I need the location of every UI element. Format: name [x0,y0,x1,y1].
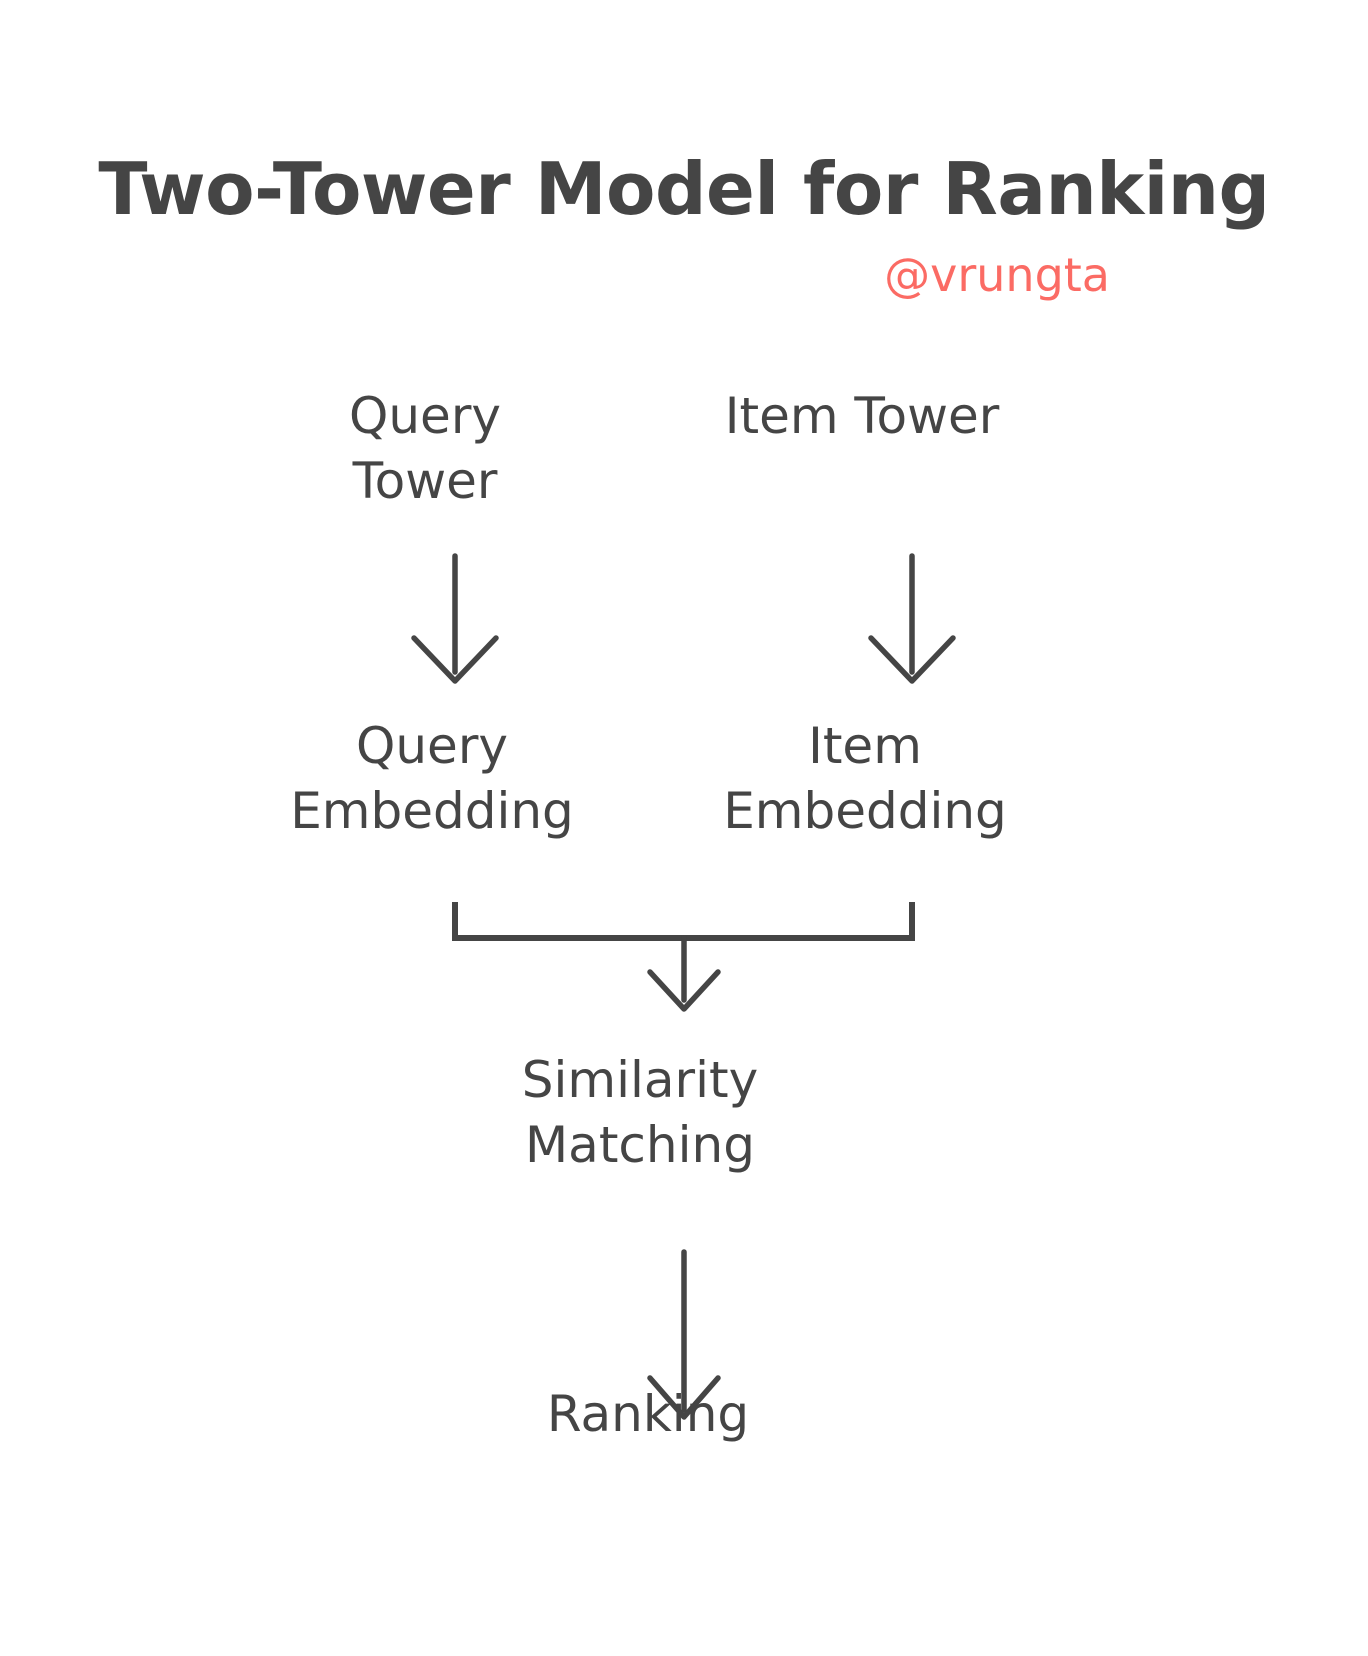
edge-item-tower-to-item-embedding [868,553,956,684]
edge-query-embedding-to-similarity [452,902,684,941]
node-similarity-matching[interactable]: Similarity Matching [521,1051,759,1174]
edge-query-tower-to-query-embedding [411,553,499,684]
node-item-tower[interactable]: Item Tower [724,387,1000,445]
node-query-tower[interactable]: Query Tower [349,387,501,510]
node-item-embedding[interactable]: Item Embedding [723,717,1007,840]
author-handle: @vrungta [884,248,1110,302]
edge-item-embedding-to-similarity [684,902,915,941]
page-title: Two-Tower Model for Ranking [98,147,1270,231]
node-query-embedding[interactable]: Query Embedding [290,717,574,840]
edge-merge-to-similarity [647,935,721,1012]
edge-similarity-to-ranking [647,1249,721,1420]
node-ranking[interactable]: Ranking [546,1385,750,1443]
